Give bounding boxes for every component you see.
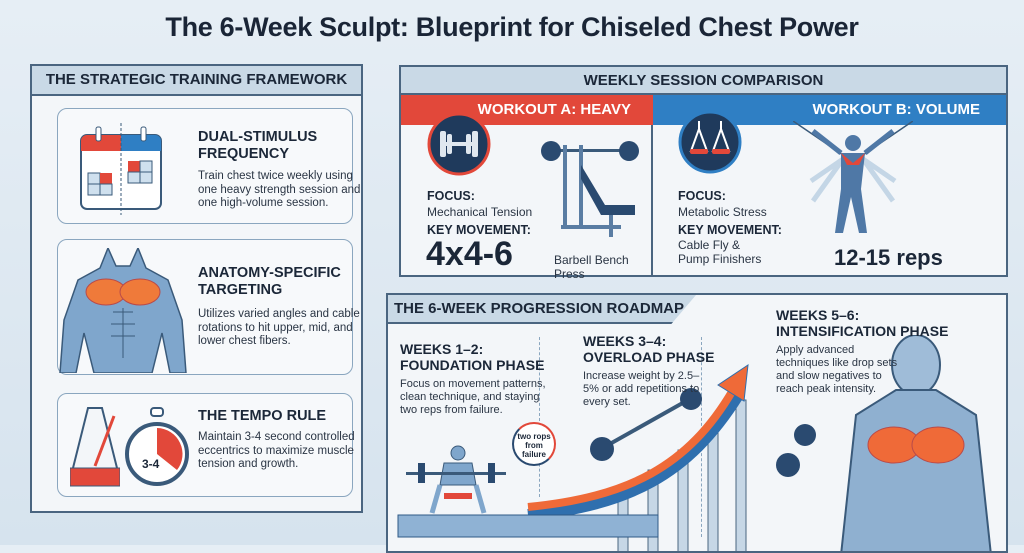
calendar-icon (80, 123, 162, 215)
stopwatch-label: 3-4 (142, 457, 160, 471)
phase-weeks: WEEKS 3–4: (583, 333, 667, 349)
roadmap-panel: THE 6-WEEK PROGRESSION ROADMAP two rops … (386, 293, 1008, 553)
roadmap-header: THE 6-WEEK PROGRESSION ROADMAP (388, 295, 696, 324)
bench-press-icon (541, 141, 639, 237)
rep-scheme: 4x4-6 (426, 235, 513, 273)
two-reps-badge: two rops from failure (512, 422, 556, 466)
page-title: The 6-Week Sculpt: Blueprint for Chisele… (165, 12, 859, 42)
dumbbell-icon (427, 112, 491, 176)
phase-name: FOUNDATION PHASE (400, 357, 545, 373)
metronome-icon (70, 407, 120, 487)
card-dual-stimulus: DUAL-STIMULUS FREQUENCY Train chest twic… (57, 108, 360, 224)
card-text: Maintain 3-4 second controlled eccentric… (198, 431, 355, 470)
phase-weeks: WEEKS 5–6: (776, 307, 860, 323)
card-anatomy: ANATOMY-SPECIFIC TARGETING Utilizes vari… (57, 239, 360, 375)
bench-athlete-icon (406, 445, 506, 514)
card-title: ANATOMY-SPECIFIC TARGETING (198, 265, 341, 298)
cable-fly-figure-icon (793, 121, 913, 233)
phase-name: OVERLOAD PHASE (583, 349, 715, 365)
stopwatch-icon (125, 407, 189, 486)
card-text: Utilizes varied angles and cable rotatio… (198, 308, 360, 347)
comparison-header: WEEKLY SESSION COMPARISON (401, 67, 1006, 95)
card-title: THE TEMPO RULE (198, 408, 327, 424)
phase-divider (539, 337, 540, 497)
key-movement-label: KEY MOVEMENT: (678, 223, 782, 237)
key-movement-value: Cable Fly & Pump Finishers (678, 238, 762, 266)
workout-a: WORKOUT A: HEAVY FOCUS: Mechanical Tensi… (401, 95, 653, 281)
key-movement-value: Barbell Bench Press (554, 253, 629, 281)
key-movement-label: KEY MOVEMENT: (427, 223, 531, 237)
phase-text: Apply advanced techniques like drop sets… (776, 344, 898, 395)
phase-name: INTENSIFICATION PHASE (776, 323, 949, 339)
phase-text: Focus on movement patterns, clean techni… (400, 378, 546, 416)
framework-panel: THE STRATEGIC TRAINING FRAMEWORK DUAL-ST… (30, 64, 363, 513)
card-title: DUAL-STIMULUS FREQUENCY (198, 129, 318, 162)
phase-weeks: WEEKS 1–2: (400, 341, 484, 357)
workout-b: WORKOUT B: VOLUME FOCUS: Metabolic Stres… (653, 95, 1006, 275)
card-text: Train chest twice weekly using one heavy… (198, 170, 361, 209)
progression-arrow-graphic (397, 363, 816, 551)
focus-label: FOCUS: (427, 189, 475, 203)
torso-anatomy-icon (59, 248, 187, 373)
comparison-panel: WEEKLY SESSION COMPARISON WORKOUT A: HEA… (399, 65, 1008, 281)
focus-label: FOCUS: (678, 189, 726, 203)
badge-text: two rops from failure (517, 432, 551, 459)
focus-value: Mechanical Tension (427, 205, 533, 219)
muscular-figure-icon (840, 335, 992, 551)
focus-value: Metabolic Stress (678, 205, 767, 219)
cable-handles-icon (678, 110, 742, 174)
card-tempo: 3-4 THE TEMPO RULE Maintain 3-4 second c… (57, 393, 355, 497)
framework-header: THE STRATEGIC TRAINING FRAMEWORK (32, 66, 361, 96)
phase-text: Increase weight by 2.5–5% or add repetit… (583, 370, 700, 408)
rep-scheme: 12-15 reps (834, 245, 943, 270)
